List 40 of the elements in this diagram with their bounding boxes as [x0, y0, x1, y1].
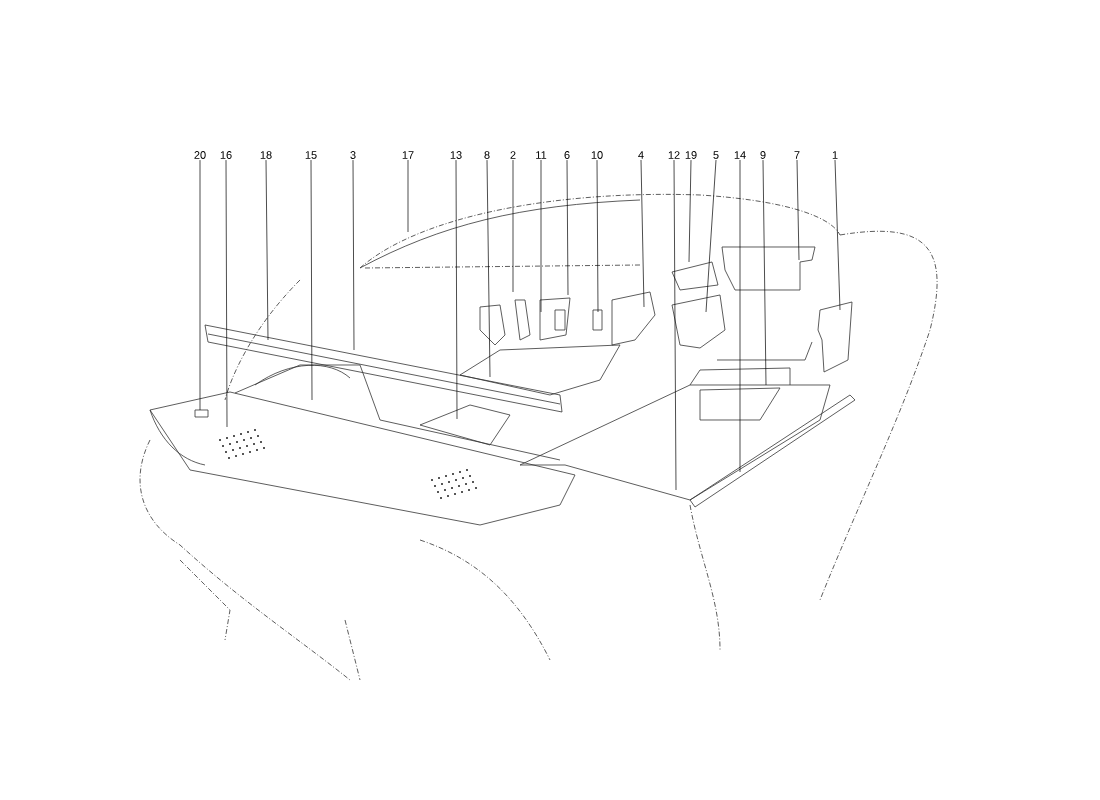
callout-number: 6 [564, 151, 570, 159]
leader-line [455, 159, 458, 420]
callout-number: 7 [794, 151, 800, 159]
callout-number: 15 [305, 151, 317, 159]
callout-number: 16 [220, 151, 232, 159]
callout-number: 12 [668, 151, 680, 159]
callout-number: 10 [591, 151, 603, 159]
leader-line [739, 159, 741, 473]
leader-line [512, 159, 514, 293]
callout-number: 4 [638, 151, 644, 159]
leader-line [486, 159, 491, 378]
leader-line [566, 159, 569, 296]
callout-number: 14 [734, 151, 746, 159]
leader-line [705, 159, 717, 313]
leader-line [596, 159, 599, 313]
leader-line [762, 159, 767, 386]
leader-line [640, 159, 645, 308]
callout-number: 2 [510, 151, 516, 159]
callout-number: 11 [536, 151, 547, 159]
callout-number: 13 [450, 151, 462, 159]
callout-number: 18 [260, 151, 272, 159]
leader-line [688, 159, 692, 263]
leader-line [834, 159, 841, 311]
leader-line [407, 159, 409, 233]
leader-line [540, 159, 542, 313]
leader-line [673, 159, 677, 491]
leader-line [796, 159, 800, 261]
callout-number: 5 [713, 151, 719, 159]
callout-number: 3 [350, 151, 356, 159]
callout-number: 1 [832, 151, 838, 159]
leader-line [352, 159, 355, 351]
callout-number: 20 [194, 151, 206, 159]
leader-line [265, 159, 269, 341]
callout-number: 9 [760, 151, 766, 159]
leader-line [199, 159, 201, 411]
leader-line [225, 159, 228, 428]
leader-line [310, 159, 313, 401]
callout-number: 19 [685, 151, 697, 159]
callout-number: 8 [484, 151, 490, 159]
callout-number: 17 [402, 151, 414, 159]
